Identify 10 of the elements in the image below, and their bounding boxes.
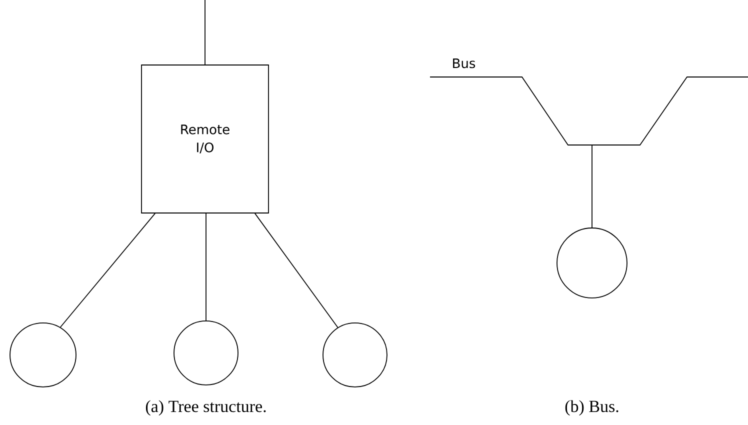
circle: [322, 322, 388, 388]
figure-caption: (b) Bus.: [565, 400, 618, 416]
connector-line: [60, 213, 156, 328]
circle: [174, 320, 238, 386]
circle: [10, 322, 76, 388]
connector-line: [204, 0, 206, 65]
connector-line: [254, 213, 338, 328]
circle: [556, 228, 628, 298]
bus-line: Bus: [430, 58, 748, 146]
process-box: Remote I/O: [141, 64, 269, 214]
